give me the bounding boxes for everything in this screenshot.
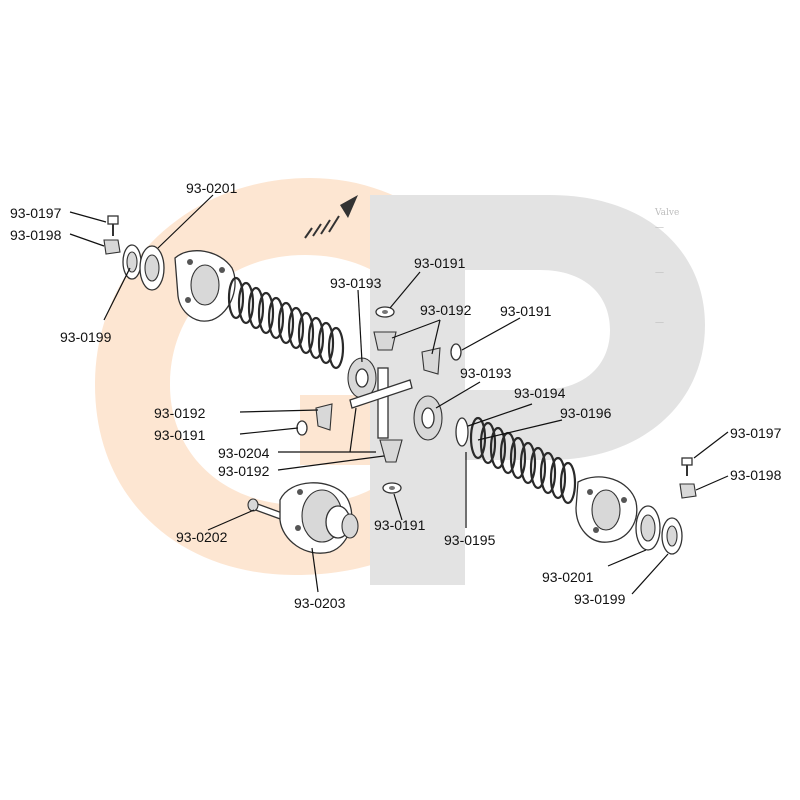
ghost-text: —: [655, 318, 664, 328]
part-label-93-0191: 93-0191: [374, 517, 426, 533]
part-label-93-0204: 93-0204: [218, 445, 270, 461]
part-label-93-0202: 93-0202: [176, 529, 228, 545]
watermark-arrow-icon: [304, 195, 358, 239]
part-label-93-0199: 93-0199: [574, 591, 626, 607]
part-label-93-0196: 93-0196: [560, 405, 612, 421]
clutch-stack-left: [227, 276, 345, 370]
part-label-93-0198: 93-0198: [730, 467, 782, 483]
cross-shaft-part: [377, 367, 389, 439]
right-axle-assembly: [469, 416, 697, 555]
ghost-text: Valve: [654, 208, 679, 218]
bolt-part: [681, 457, 693, 466]
washer-part: [296, 420, 308, 436]
clip-part: [679, 483, 697, 499]
left-axle-assembly: [103, 215, 377, 399]
pinion-gear-part: [373, 331, 397, 351]
center-pinion-assembly: [296, 306, 469, 494]
pinion-gear-part: [421, 347, 441, 375]
part-label-93-0194: 93-0194: [514, 385, 566, 401]
clip-part: [103, 239, 121, 255]
part-label-93-0191: 93-0191: [414, 255, 466, 271]
thrust-washer-part: [455, 417, 469, 447]
part-label-93-0197: 93-0197: [730, 425, 782, 441]
ghost-text: —: [655, 223, 664, 233]
pinion-gear-part: [315, 403, 333, 431]
part-label-93-0193: 93-0193: [460, 365, 512, 381]
part-label-93-0198: 93-0198: [10, 227, 62, 243]
part-label-93-0201: 93-0201: [186, 180, 238, 196]
part-label-93-0199: 93-0199: [60, 329, 112, 345]
part-label-93-0192: 93-0192: [218, 463, 270, 479]
washer-part: [450, 343, 462, 361]
part-label-93-0191: 93-0191: [500, 303, 552, 319]
part-label-93-0195: 93-0195: [444, 532, 496, 548]
part-label-93-0197: 93-0197: [10, 205, 62, 221]
part-label-93-0193: 93-0193: [330, 275, 382, 291]
part-label-93-0192: 93-0192: [420, 302, 472, 318]
watermark-gray-shape: [370, 195, 705, 585]
bolt-part: [107, 215, 119, 225]
part-labels: 93-0197 93-0198 93-0201 93-0199 93-0193 …: [10, 180, 782, 611]
drive-pinion-assembly: [247, 482, 359, 554]
pinion-gear-part: [379, 439, 403, 463]
ghost-text: —: [655, 268, 664, 278]
part-label-93-0191: 93-0191: [154, 427, 206, 443]
part-label-93-0203: 93-0203: [294, 595, 346, 611]
part-label-93-0192: 93-0192: [154, 405, 206, 421]
part-label-93-0201: 93-0201: [542, 569, 594, 585]
leader-lines: [69, 194, 729, 595]
